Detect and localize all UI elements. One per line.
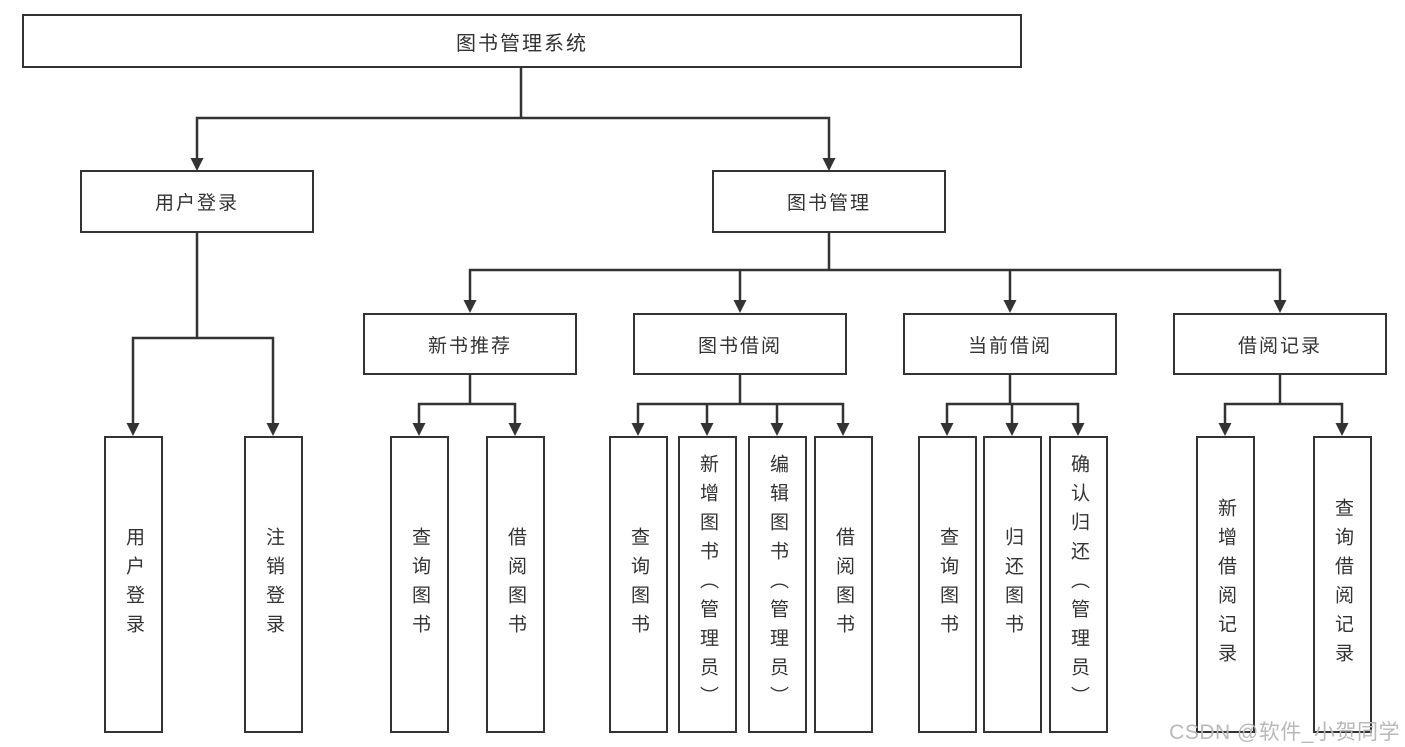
- node-label: 借阅记录: [1237, 335, 1322, 357]
- arrow-down-icon: [463, 300, 477, 313]
- arrow-down-icon: [940, 423, 954, 436]
- arrow-down-icon: [1071, 423, 1085, 436]
- node-current-borrowing: 当前借阅: [903, 313, 1117, 375]
- arrow-down-icon: [1335, 423, 1349, 436]
- node-label: 归还图书: [1002, 526, 1023, 643]
- arrow-down-icon: [508, 423, 522, 436]
- node-label: 借阅图书: [833, 526, 854, 643]
- node-label: 用户登录: [123, 526, 144, 643]
- leaf-recommend-borrow-books: 借阅图书: [486, 436, 545, 733]
- connector-current-borrowing-to-leaves: [945, 373, 1080, 427]
- node-label: 新增图书（管理员）: [697, 454, 718, 715]
- leaf-current-confirm-return-admin: 确认归还（管理员）: [1049, 436, 1108, 733]
- node-root: 图书管理系统: [22, 14, 1022, 68]
- arrow-down-icon: [770, 423, 784, 436]
- node-book-borrowing: 图书借阅: [633, 313, 847, 375]
- connector-book-borrowing-to-leaves: [636, 373, 845, 427]
- leaf-borrowing-edit-book-admin: 编辑图书（管理员）: [748, 436, 807, 733]
- arrow-down-icon: [822, 158, 836, 171]
- arrow-down-icon: [190, 158, 204, 171]
- arrowheads: [126, 158, 1349, 436]
- leaf-records-add-record: 新增借阅记录: [1196, 436, 1255, 733]
- leaf-records-query-record: 查询借阅记录: [1313, 436, 1372, 733]
- node-label: 图书管理系统: [456, 32, 588, 55]
- node-label: 当前借阅: [967, 335, 1052, 357]
- node-label: 查询借阅记录: [1332, 497, 1353, 672]
- node-label: 编辑图书（管理员）: [767, 454, 788, 715]
- leaf-borrowing-add-book-admin: 新增图书（管理员）: [678, 436, 737, 733]
- leaf-borrowing-borrow-books: 借阅图书: [814, 436, 873, 733]
- node-label: 确认归还（管理员）: [1068, 454, 1089, 715]
- node-new-book-recommendation: 新书推荐: [363, 313, 577, 375]
- node-label: 查询图书: [409, 526, 430, 643]
- node-label: 用户登录: [154, 193, 239, 214]
- arrow-down-icon: [1273, 300, 1287, 313]
- arrow-down-icon: [700, 423, 714, 436]
- arrow-down-icon: [1005, 423, 1019, 436]
- arrow-down-icon: [631, 423, 645, 436]
- node-book-management: 图书管理: [712, 170, 946, 233]
- node-borrowing-records: 借阅记录: [1173, 313, 1387, 375]
- arrow-down-icon: [266, 423, 280, 436]
- arrow-down-icon: [126, 423, 140, 436]
- leaf-logout: 注销登录: [244, 436, 303, 733]
- node-label: 查询图书: [628, 526, 649, 643]
- csdn-watermark: CSDN @软件_小贺同学: [1169, 721, 1400, 744]
- connector-new-book-to-leaves: [417, 373, 517, 427]
- arrow-down-icon: [412, 423, 426, 436]
- connector-borrowing-records-to-leaves: [1223, 373, 1344, 427]
- leaf-current-query-books: 查询图书: [918, 436, 977, 733]
- node-label: 查询图书: [937, 526, 958, 643]
- connector-user-login-to-leaves: [131, 231, 275, 427]
- leaf-borrowing-query-books: 查询图书: [609, 436, 668, 733]
- node-label: 图书借阅: [697, 335, 782, 357]
- arrow-down-icon: [836, 423, 850, 436]
- node-label: 借阅图书: [505, 526, 526, 643]
- leaf-user-login: 用户登录: [104, 436, 163, 733]
- node-label: 新增借阅记录: [1215, 497, 1236, 672]
- arrow-down-icon: [1003, 300, 1017, 313]
- arrow-down-icon: [733, 300, 747, 313]
- node-label: 新书推荐: [427, 335, 512, 357]
- connector-book-management-to-level3: [468, 231, 1282, 304]
- leaf-current-return-books: 归还图书: [983, 436, 1042, 733]
- leaf-recommend-query-books: 查询图书: [390, 436, 449, 733]
- node-user-login: 用户登录: [80, 170, 314, 233]
- arrow-down-icon: [1218, 423, 1232, 436]
- connector-root-to-level2: [195, 66, 831, 162]
- node-label: 注销登录: [263, 526, 284, 643]
- node-label: 图书管理: [786, 193, 871, 214]
